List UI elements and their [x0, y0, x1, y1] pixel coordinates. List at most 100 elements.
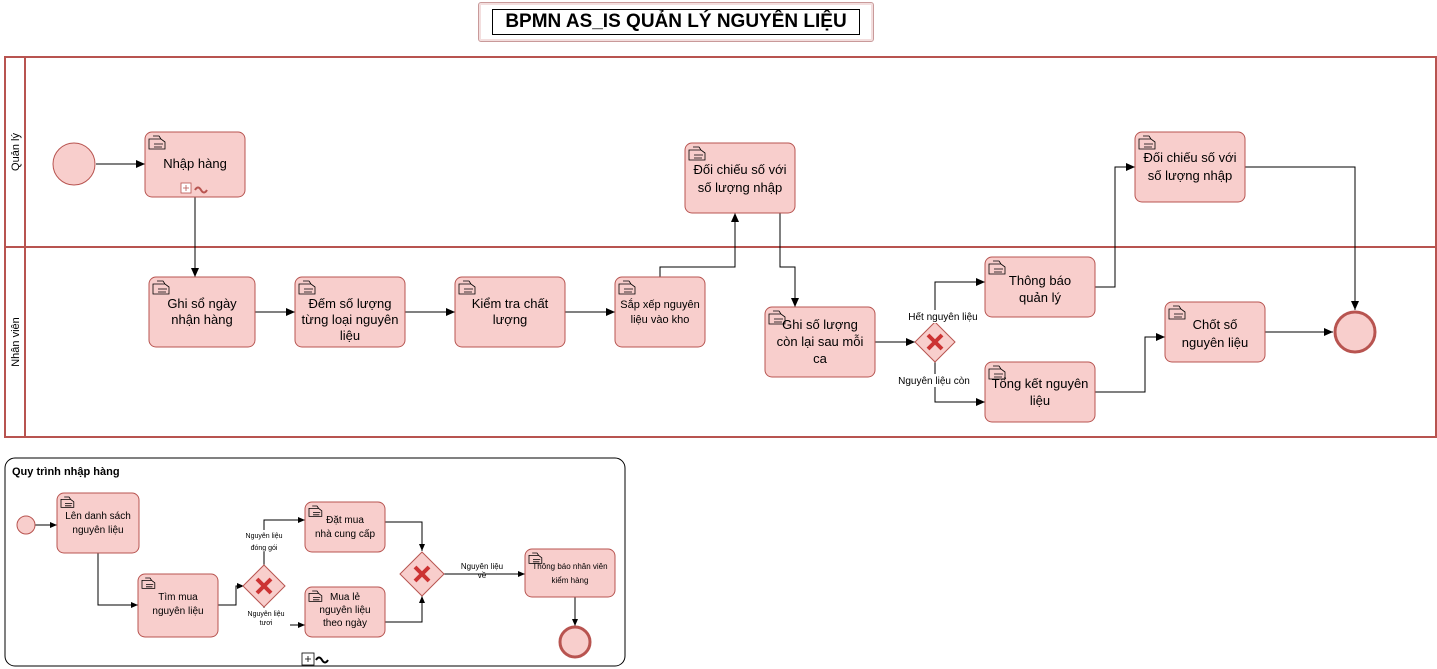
task-label: Tổng kết nguyên liệu [992, 376, 1089, 408]
flow-gateway-to-thong-bao [934, 278, 985, 322]
task-doi-chieu-1: Đối chiếu số với số lượng nhập [684, 142, 796, 214]
manual-task-icon [148, 135, 166, 150]
label-line: đóng gói [251, 545, 278, 552]
label-line: Thông báo [1009, 273, 1071, 288]
label-line: lượng [493, 312, 528, 327]
label-line: tươi [260, 620, 273, 627]
task-label: Đối chiếu số với số lượng nhập [1143, 150, 1236, 183]
task-label: Lên danh sách nguyên liệu [65, 511, 131, 536]
gateway-label-het: Hết nguyên liệu [908, 311, 978, 323]
label-line: Mua lẻ [330, 592, 360, 603]
task-label: Mua lẻ nguyên liệu theo ngày [319, 592, 370, 629]
sequence-flows [96, 160, 1359, 406]
sub-task-len-danh-sach: Lên danh sách nguyên liệu [56, 492, 140, 554]
task-doi-chieu-2: Đối chiếu số với số lượng nhập [1134, 131, 1246, 203]
label-line: kiểm hàng [552, 576, 589, 585]
manual-task-icon [141, 577, 156, 589]
manual-task-icon [152, 280, 170, 295]
label-line: Đối chiếu số với [693, 162, 786, 177]
flow-doi-chieu-2-to-end [1245, 166, 1359, 310]
manual-task-icon [618, 280, 636, 295]
sub-start-event [16, 515, 36, 535]
label-line: nguyên liệu [72, 525, 123, 536]
task-label: Nguyên liệu đóng gói [246, 533, 283, 552]
manual-task-icon [768, 310, 786, 325]
label-line: quản lý [1019, 290, 1061, 305]
label-line: Lên danh sách [65, 511, 131, 522]
label-line: Đối chiếu số với [1143, 150, 1236, 165]
label-line: Đặt mua [326, 515, 364, 526]
label-line: liệu [340, 328, 360, 343]
label-line: Tìm mua [158, 592, 198, 603]
task-label: Đặt mua nhà cung cấp [315, 515, 375, 540]
manual-task-icon [988, 365, 1006, 380]
label-line: số lượng nhập [698, 180, 782, 195]
pool: Quản lý Nhân viên [4, 56, 1437, 438]
label-line: còn lại sau mỗi [777, 334, 864, 349]
manual-task-icon [1168, 305, 1186, 320]
label-line: Nguyên liệu [461, 562, 503, 571]
manual-task-icon [988, 260, 1006, 275]
label-line: từng loại nguyên [302, 312, 399, 327]
manual-task-icon [528, 552, 543, 564]
gateway-label-con: Nguyên liệu còn [898, 376, 970, 387]
flow-thong-bao-to-doi-chieu-2 [1095, 163, 1135, 288]
label-line: nhà cung cấp [315, 528, 375, 540]
label-line: Đếm số lượng [309, 296, 392, 311]
task-label: Ghi số lượng còn lại sau mỗi ca [777, 317, 864, 366]
label-line: Thông báo nhân viên [532, 562, 607, 571]
manual-task-icon [458, 280, 476, 295]
x-marker-icon [255, 577, 273, 595]
label-line: nguyên liệu [1182, 335, 1249, 350]
sub-gateway-merge [399, 551, 445, 597]
label-line: Chốt số [1193, 317, 1238, 332]
task-label: Nhập hàng [163, 156, 227, 171]
sub-end-event [558, 625, 592, 659]
label-line: nhận hàng [171, 312, 232, 327]
label-line: Nguyên liệu [248, 611, 285, 618]
task-label: Nguyên liệu tươi [248, 611, 285, 627]
label-line: ca [813, 351, 828, 366]
flow-tong-ket-to-chot-so [1095, 333, 1165, 393]
start-event [52, 142, 96, 186]
label-line: Kiểm tra chất [472, 296, 549, 311]
task-nhap-hang: Nhập hàng [144, 131, 246, 198]
label-line: số lượng nhập [1148, 168, 1232, 183]
task-chot-so: Chốt số nguyên liệu [1164, 301, 1266, 363]
manual-task-icon [308, 590, 323, 602]
manual-task-icon [308, 505, 323, 517]
label-line: Ghi số lượng [782, 317, 858, 332]
loop-marker-icon [194, 186, 208, 194]
label-line: liệu vào kho [631, 314, 690, 326]
x-marker-icon [413, 565, 431, 583]
lane-label-staff: Nhân viên [10, 317, 22, 367]
sub-task-dat-mua: Đặt mua nhà cung cấp [304, 501, 386, 553]
manual-task-icon [298, 280, 316, 295]
label-line: về [478, 571, 487, 580]
task-tong-ket: Tổng kết nguyên liệu [984, 361, 1096, 423]
label-line: liệu [1030, 393, 1050, 408]
sub-task-thong-bao-nv: Thông báo nhân viên kiểm hàng [524, 548, 616, 598]
label-line: Tổng kết nguyên [992, 376, 1089, 391]
label-line: nguyên liệu [319, 605, 370, 616]
end-event [1333, 310, 1377, 354]
flow-doi-chieu-to-ghi-so-luong [779, 213, 799, 307]
sub-gateway-split [242, 564, 286, 608]
x-marker-icon [926, 333, 944, 351]
task-label: Chốt số nguyên liệu [1182, 317, 1249, 350]
label-line: Nguyên liệu [246, 533, 283, 540]
label-line: theo ngày [323, 618, 367, 629]
task-label: Thông báo nhân viên kiểm hàng [532, 562, 607, 585]
manual-task-icon [1138, 135, 1156, 150]
task-label: Đối chiếu số với số lượng nhập [693, 162, 786, 195]
